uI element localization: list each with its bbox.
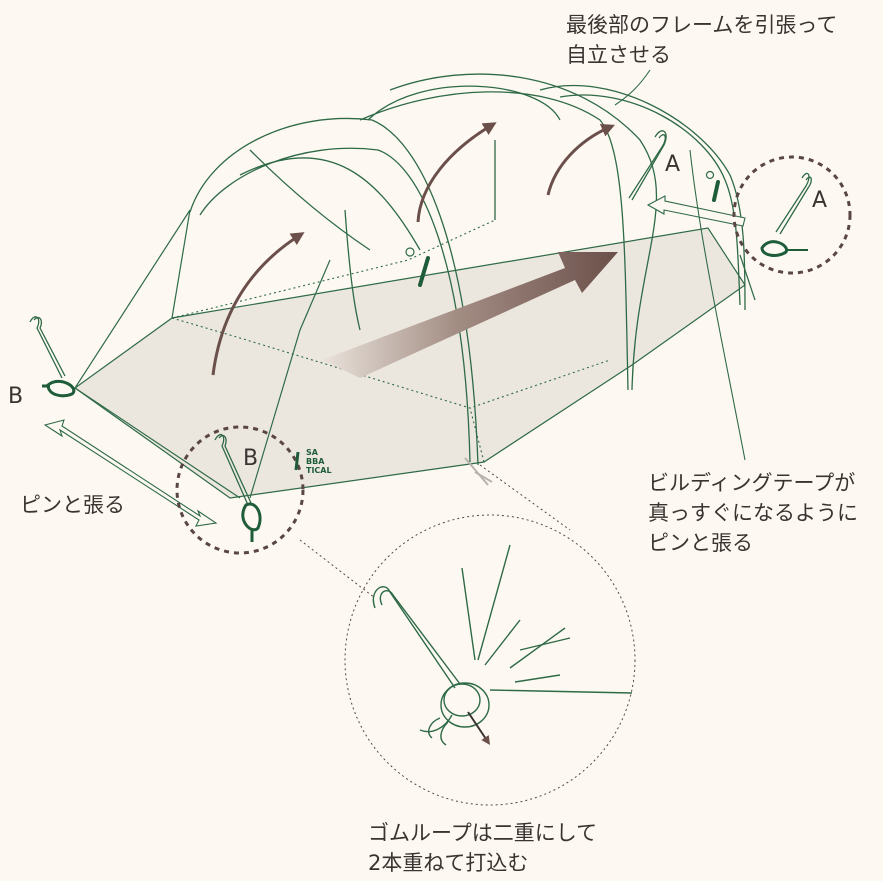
zoom-lines	[299, 464, 571, 599]
loop-a-detail	[760, 240, 788, 257]
marker-b-outer: B	[8, 384, 24, 409]
peg-b-detail	[214, 433, 252, 506]
tape-callout-line1: ビルディングテープが	[648, 471, 856, 495]
brand-logo-mark	[294, 451, 300, 471]
stretch-arrow-b	[43, 419, 218, 527]
tape-callout-line2: 真っすぐになるように	[648, 501, 858, 525]
loop-pull-arrow	[467, 711, 490, 745]
loop-b-detail	[241, 502, 262, 532]
leader-lines	[614, 69, 746, 461]
tent-frames	[189, 73, 746, 466]
marker-b-circle: B	[243, 446, 259, 471]
raise-frame-arrows	[211, 122, 615, 376]
detail-circle-b	[175, 425, 305, 555]
frame-grommets	[405, 170, 715, 257]
brand-logo-line1: SA	[306, 448, 318, 457]
peg-a-tent	[628, 130, 667, 201]
frame-callout-line1: 最後部のフレームを引張って	[566, 13, 838, 37]
stake-floor	[464, 457, 493, 486]
tension-direction-arrow	[322, 252, 618, 378]
marker-a-circle: A	[812, 188, 828, 213]
frame-callout-line2: 自立させる	[566, 43, 671, 67]
frame-sleeves	[418, 180, 720, 287]
detail-circle-a	[732, 155, 852, 275]
brand-logo-line3: TICAL	[306, 466, 332, 475]
marker-a-tent: A	[665, 152, 681, 177]
tape-callout-line3: ピンと張る	[648, 531, 753, 555]
pull-back-arrow	[646, 195, 746, 227]
loop-b-outer	[46, 379, 76, 398]
tent-edge-lines	[74, 209, 756, 499]
brand-logo: SA BBA TICAL	[306, 448, 332, 475]
loop-callout-line1: ゴムループは二重にして	[368, 821, 598, 845]
peg-b-outer	[29, 316, 66, 379]
peg-a-detail	[775, 172, 812, 235]
double-loop-detail	[419, 682, 490, 746]
peg-loop-detail	[372, 544, 633, 694]
loop-callout-line2: 2本重ねて打込む	[368, 851, 529, 875]
pin-b-callout: ピンと張る	[20, 493, 125, 517]
detail-circle-loop	[344, 514, 636, 806]
brand-logo-line2: BBA	[306, 457, 325, 466]
tent-floor	[73, 227, 746, 499]
